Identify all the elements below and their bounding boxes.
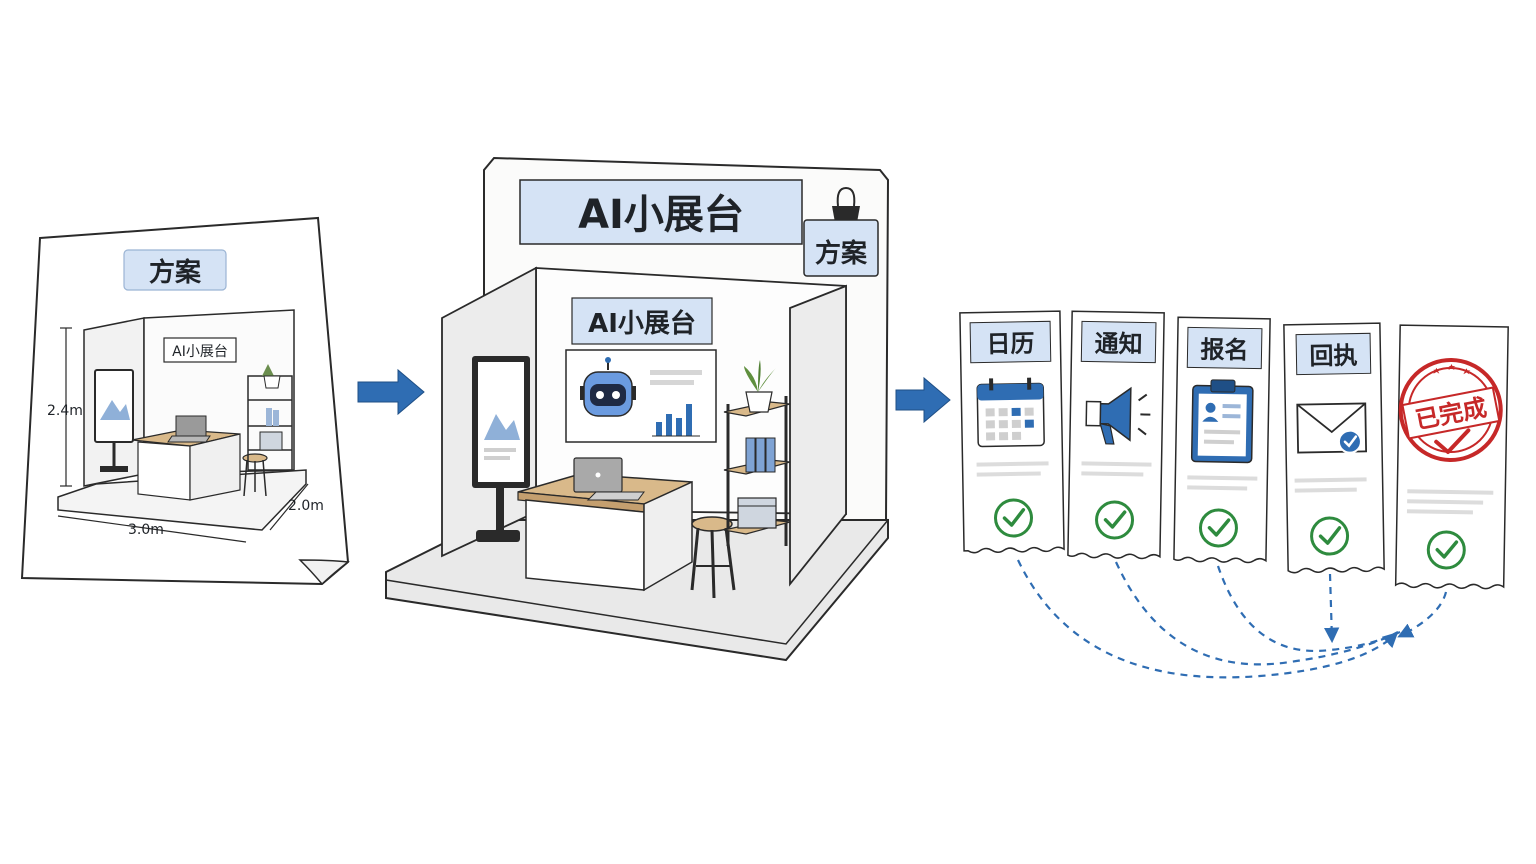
plan-title-label: 方案 <box>123 249 227 291</box>
check-icon <box>1426 530 1466 570</box>
flow-arrow-2 <box>895 376 951 424</box>
laptop-icon <box>573 457 645 501</box>
completed-stamp-icon: 已完成 <box>1398 358 1503 463</box>
plan-sheet: 方案 AI小展台 <box>20 216 350 586</box>
booth-model: AI小展台 方案 AI小展台 <box>385 156 890 662</box>
check-icon <box>1198 508 1238 548</box>
ticket-completed: 已完成 <box>1394 324 1509 590</box>
ticket-notice-label: 通知 <box>1094 330 1142 359</box>
shelf <box>723 360 791 546</box>
check-icon <box>1095 500 1135 540</box>
display-screen <box>472 356 530 542</box>
ticket-receipt-label: 回执 <box>1309 342 1357 371</box>
ticket-notice: 通知 <box>1067 310 1165 560</box>
flow-arrow-1 <box>357 368 425 416</box>
ticket-signup-label: 报名 <box>1200 336 1248 365</box>
check-icon <box>1310 516 1350 556</box>
booth-clip-tag: 方案 <box>803 219 879 277</box>
plant-icon <box>744 360 776 413</box>
plan-title: 方案 <box>149 257 202 288</box>
booth-wall-sign-text: AI小展台 <box>588 308 696 339</box>
ticket-calendar: 日历 <box>959 310 1065 554</box>
check-icon <box>994 498 1034 538</box>
booth-header-sign-text: AI小展台 <box>578 192 744 238</box>
megaphone-icon <box>1085 386 1151 445</box>
plan-booth-sketch: AI小展台 <box>47 309 324 543</box>
wall-poster <box>565 349 717 443</box>
booth-clip-tag-text: 方案 <box>815 238 868 269</box>
ticket-signup: 报名 <box>1173 316 1271 564</box>
ticket-calendar-label: 日历 <box>986 330 1034 359</box>
ticket-flow-lines <box>1017 559 1448 679</box>
desk <box>517 473 693 592</box>
booth-header-sign: AI小展台 <box>519 179 803 245</box>
plan-booth-sign: AI小展台 <box>172 344 228 360</box>
plan-dim-height: 2.4m <box>47 403 83 419</box>
robot-icon <box>580 357 636 417</box>
envelope-icon <box>1296 402 1368 454</box>
plan-dim-depth: 2.0m <box>288 498 324 514</box>
plan-dim-width: 3.0m <box>128 522 164 538</box>
calendar-icon <box>976 377 1045 448</box>
ticket-receipt: 回执 <box>1283 322 1385 574</box>
clipboard-icon <box>1190 379 1254 464</box>
booth-wall-sign: AI小展台 <box>571 297 713 345</box>
